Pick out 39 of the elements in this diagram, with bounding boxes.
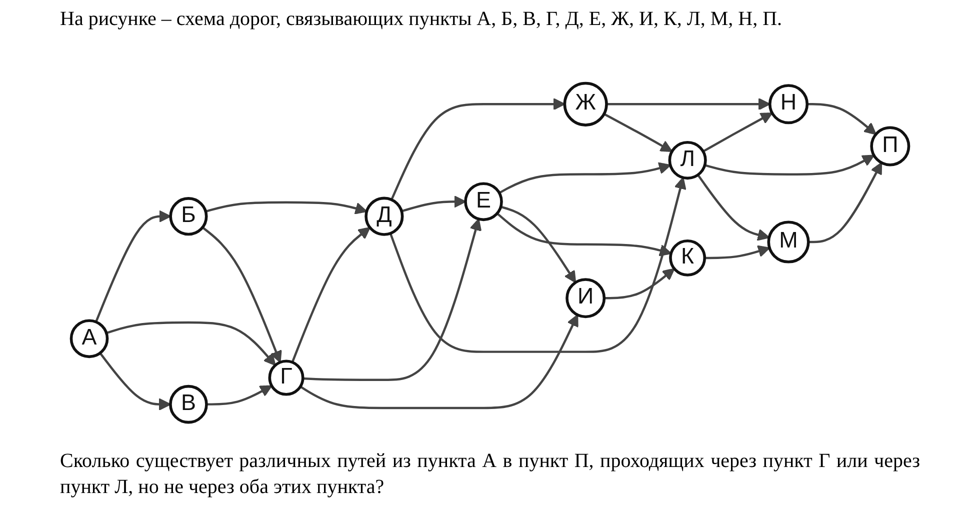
question-text: На рисунке – схема дорог, связывающих пункты А, Б, В, Г, Д, Е, Ж, И, К, Л, М, Н, П.	[60, 7, 784, 32]
arrow	[302, 218, 482, 382]
arrow	[702, 112, 773, 153]
node-circle: В	[169, 385, 208, 424]
arrow	[94, 210, 172, 323]
arrow	[205, 201, 368, 215]
arrow	[704, 246, 770, 260]
arrow	[500, 206, 576, 284]
arrow	[389, 177, 686, 354]
node-circle: М	[767, 220, 810, 264]
node-circle: К	[669, 240, 706, 277]
node-circle: А	[70, 319, 109, 358]
arrow	[496, 212, 672, 257]
arrow	[401, 196, 466, 212]
arrow	[606, 98, 770, 111]
arrow	[808, 162, 882, 244]
node-circle: Е	[464, 182, 503, 222]
node-circle: Б	[169, 197, 208, 236]
node-circle: Г	[268, 360, 304, 396]
arrow	[202, 226, 282, 364]
node-circle: Ж	[563, 82, 608, 127]
arrow	[390, 98, 566, 200]
arrow	[300, 314, 578, 410]
question-text: Сколько существует различных путей из пункта А в пункт П, проходящих через пункт Г или через пункт Л, но не через оба этих пункта?	[60, 449, 920, 500]
arrow	[604, 268, 675, 300]
arrow	[807, 103, 876, 136]
arrow	[704, 154, 874, 176]
arrow	[498, 162, 671, 194]
arrow	[291, 227, 370, 363]
node-circle: П	[870, 126, 910, 166]
node-circle: Н	[768, 84, 809, 124]
arrow	[106, 322, 276, 366]
arrow	[206, 385, 272, 406]
node-circle: И	[566, 278, 606, 318]
arrow	[697, 174, 770, 242]
node-circle: Д	[364, 197, 404, 236]
node-circle: Л	[668, 141, 707, 180]
arrow	[99, 352, 171, 411]
arrow	[604, 113, 673, 152]
